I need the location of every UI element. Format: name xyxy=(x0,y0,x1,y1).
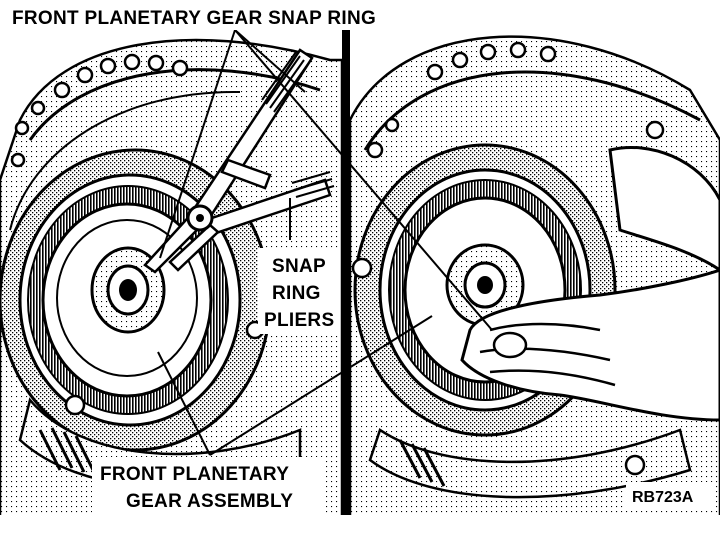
flange-bolts xyxy=(10,53,189,168)
panel-divider xyxy=(342,30,350,515)
label-snap-ring: FRONT PLANETARY GEAR SNAP RING xyxy=(4,4,436,30)
figure-id-block: RB723A xyxy=(626,482,716,508)
flange-bolts-right xyxy=(366,41,665,159)
snap-ring-label: FRONT PLANETARY GEAR SNAP RING xyxy=(12,8,376,29)
right-view xyxy=(350,35,720,515)
technician-hand xyxy=(460,145,720,422)
planetary-hub-left xyxy=(90,246,166,334)
pliers-label-line2: RING xyxy=(272,283,321,304)
assembly-label-line1: FRONT PLANETARY xyxy=(100,464,289,485)
leader-lines xyxy=(157,29,493,456)
pliers-label-line1: SNAP xyxy=(272,256,326,277)
label-snap-ring-pliers: SNAP RING PLIERS xyxy=(258,248,340,334)
left-view xyxy=(0,38,342,515)
pliers-label-line3: PLIERS xyxy=(264,310,334,331)
planetary-hub-right xyxy=(445,243,525,327)
assembly-label-line2: GEAR ASSEMBLY xyxy=(126,491,293,512)
figure-id: RB723A xyxy=(632,489,694,506)
label-gear-assembly: FRONT PLANETARY GEAR ASSEMBLY xyxy=(92,457,324,513)
